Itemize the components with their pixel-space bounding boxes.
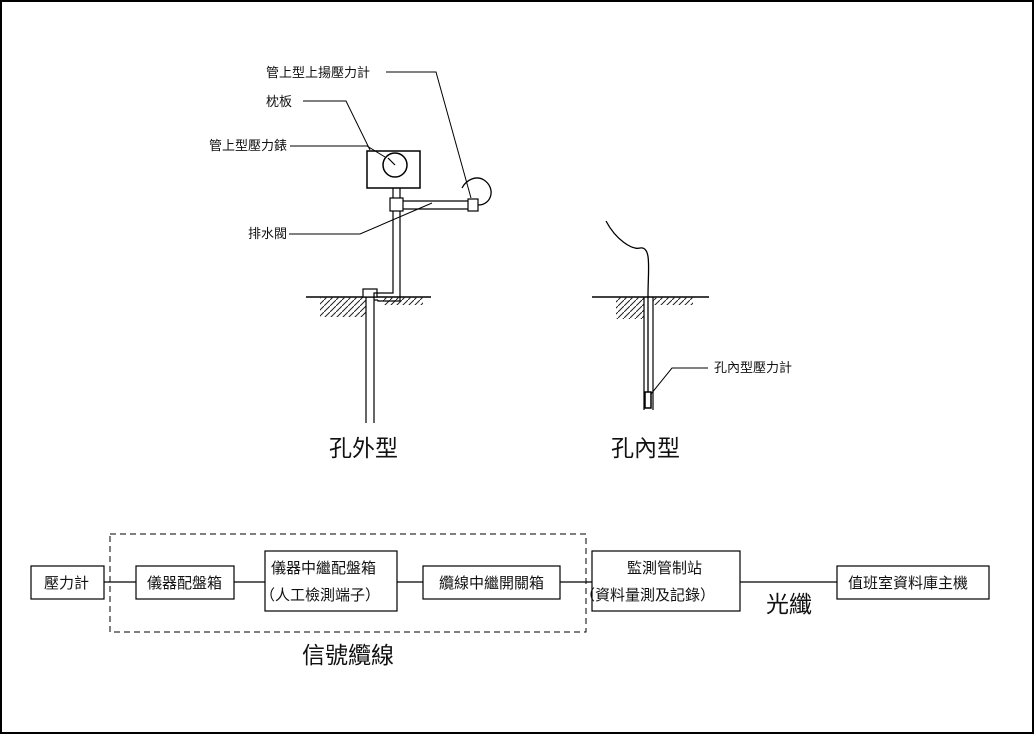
box-station <box>591 550 741 612</box>
signal-cable-group <box>109 533 587 633</box>
ground-hatch-inner-right <box>653 297 693 305</box>
box-instrument <box>135 565 235 600</box>
leader-upload-gauge <box>386 71 472 199</box>
inside-type-diagram <box>592 220 709 410</box>
label-pressure-meter: 管上型壓力錶 <box>209 139 287 154</box>
box-host <box>836 565 990 600</box>
outside-type-diagram <box>289 71 492 423</box>
upload-gauge-body <box>467 198 479 212</box>
inside-type-title: 孔內型 <box>611 436 680 462</box>
pressure-meter-needle <box>387 157 396 166</box>
relay-box-text-2: （人工檢測端子） <box>260 586 380 604</box>
signal-cable-label: 信號纜線 <box>302 643 394 669</box>
station-text-1: 監測管制站 <box>627 559 702 577</box>
ground-hatch-left <box>320 297 366 317</box>
host-text: 值班室資料庫主機 <box>848 574 968 592</box>
cable-relay-text: 纜線中繼開關箱 <box>439 574 544 592</box>
outside-type-title: 孔外型 <box>329 436 398 462</box>
box-relay <box>264 550 398 612</box>
hole-gauge-body <box>644 391 652 409</box>
ground-hatch-right <box>383 297 423 305</box>
leader-pressure-meter <box>290 145 386 158</box>
leader-hole-gauge <box>650 367 708 395</box>
label-pillow-board: 枕板 <box>266 95 292 110</box>
station-text-2: （資料量測及記錄） <box>580 586 715 604</box>
box-cable-relay <box>422 565 561 600</box>
leader-drain-valve <box>289 202 433 235</box>
fiber-label: 光纖 <box>766 592 812 618</box>
pressure-gauge-text: 壓力計 <box>44 574 89 592</box>
leader-pillow-board <box>303 100 371 151</box>
label-upload-gauge: 管上型上揚壓力計 <box>266 65 370 81</box>
relay-box-text-1: 儀器中繼配盤箱 <box>271 559 376 577</box>
instrument-box-text: 儀器配盤箱 <box>147 574 222 592</box>
hole-gauge-cable <box>605 220 650 395</box>
label-drain-valve: 排水閥 <box>248 227 287 242</box>
ground-hatch-inner-left <box>616 297 644 319</box>
valve-fitting <box>389 197 404 212</box>
label-hole-gauge: 孔內型壓力計 <box>714 360 792 376</box>
riser-pipe <box>373 212 401 302</box>
box-pressure-gauge <box>30 565 105 600</box>
